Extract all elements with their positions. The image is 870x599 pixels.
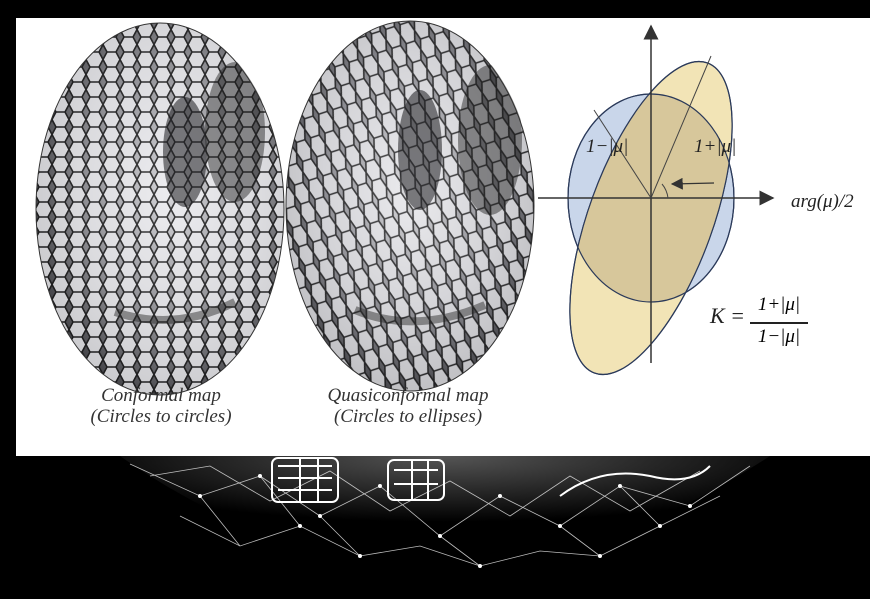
k-numerator: 1+|μ| [757,294,801,315]
quasiconformal-caption-title: Quasiconformal map [327,385,489,406]
quasiconformal-caption: Quasiconformal map (Circles to ellipses) [293,385,523,427]
k-symbol: K = [710,303,746,328]
network-background-art [0,456,870,599]
conformal-caption-title: Conformal map [101,385,221,406]
quasiconformal-caption-subtitle: (Circles to ellipses) [333,406,483,427]
figure-panel: Conformal map (Circles to circles) Quasi… [16,18,870,456]
quasiconformal-face-image [285,20,535,392]
conformal-caption-subtitle: (Circles to circles) [90,406,232,427]
k-denominator: 1−|μ| [757,326,801,347]
conformal-face-image [35,22,285,397]
beltrami-ellipse-diagram [538,24,775,376]
major-axis-segment [650,55,712,199]
angle-arc [661,183,669,199]
label-one-minus-mu: 1−|μ| [586,136,629,157]
conformal-caption: Conformal map (Circles to circles) [61,385,261,427]
label-one-plus-mu: 1+|μ| [694,136,737,157]
minor-axis-segment [593,109,652,199]
arg-arrow [670,177,715,190]
label-arg-mu: arg(μ)/2 [791,191,854,212]
fraction-bar [750,322,808,324]
